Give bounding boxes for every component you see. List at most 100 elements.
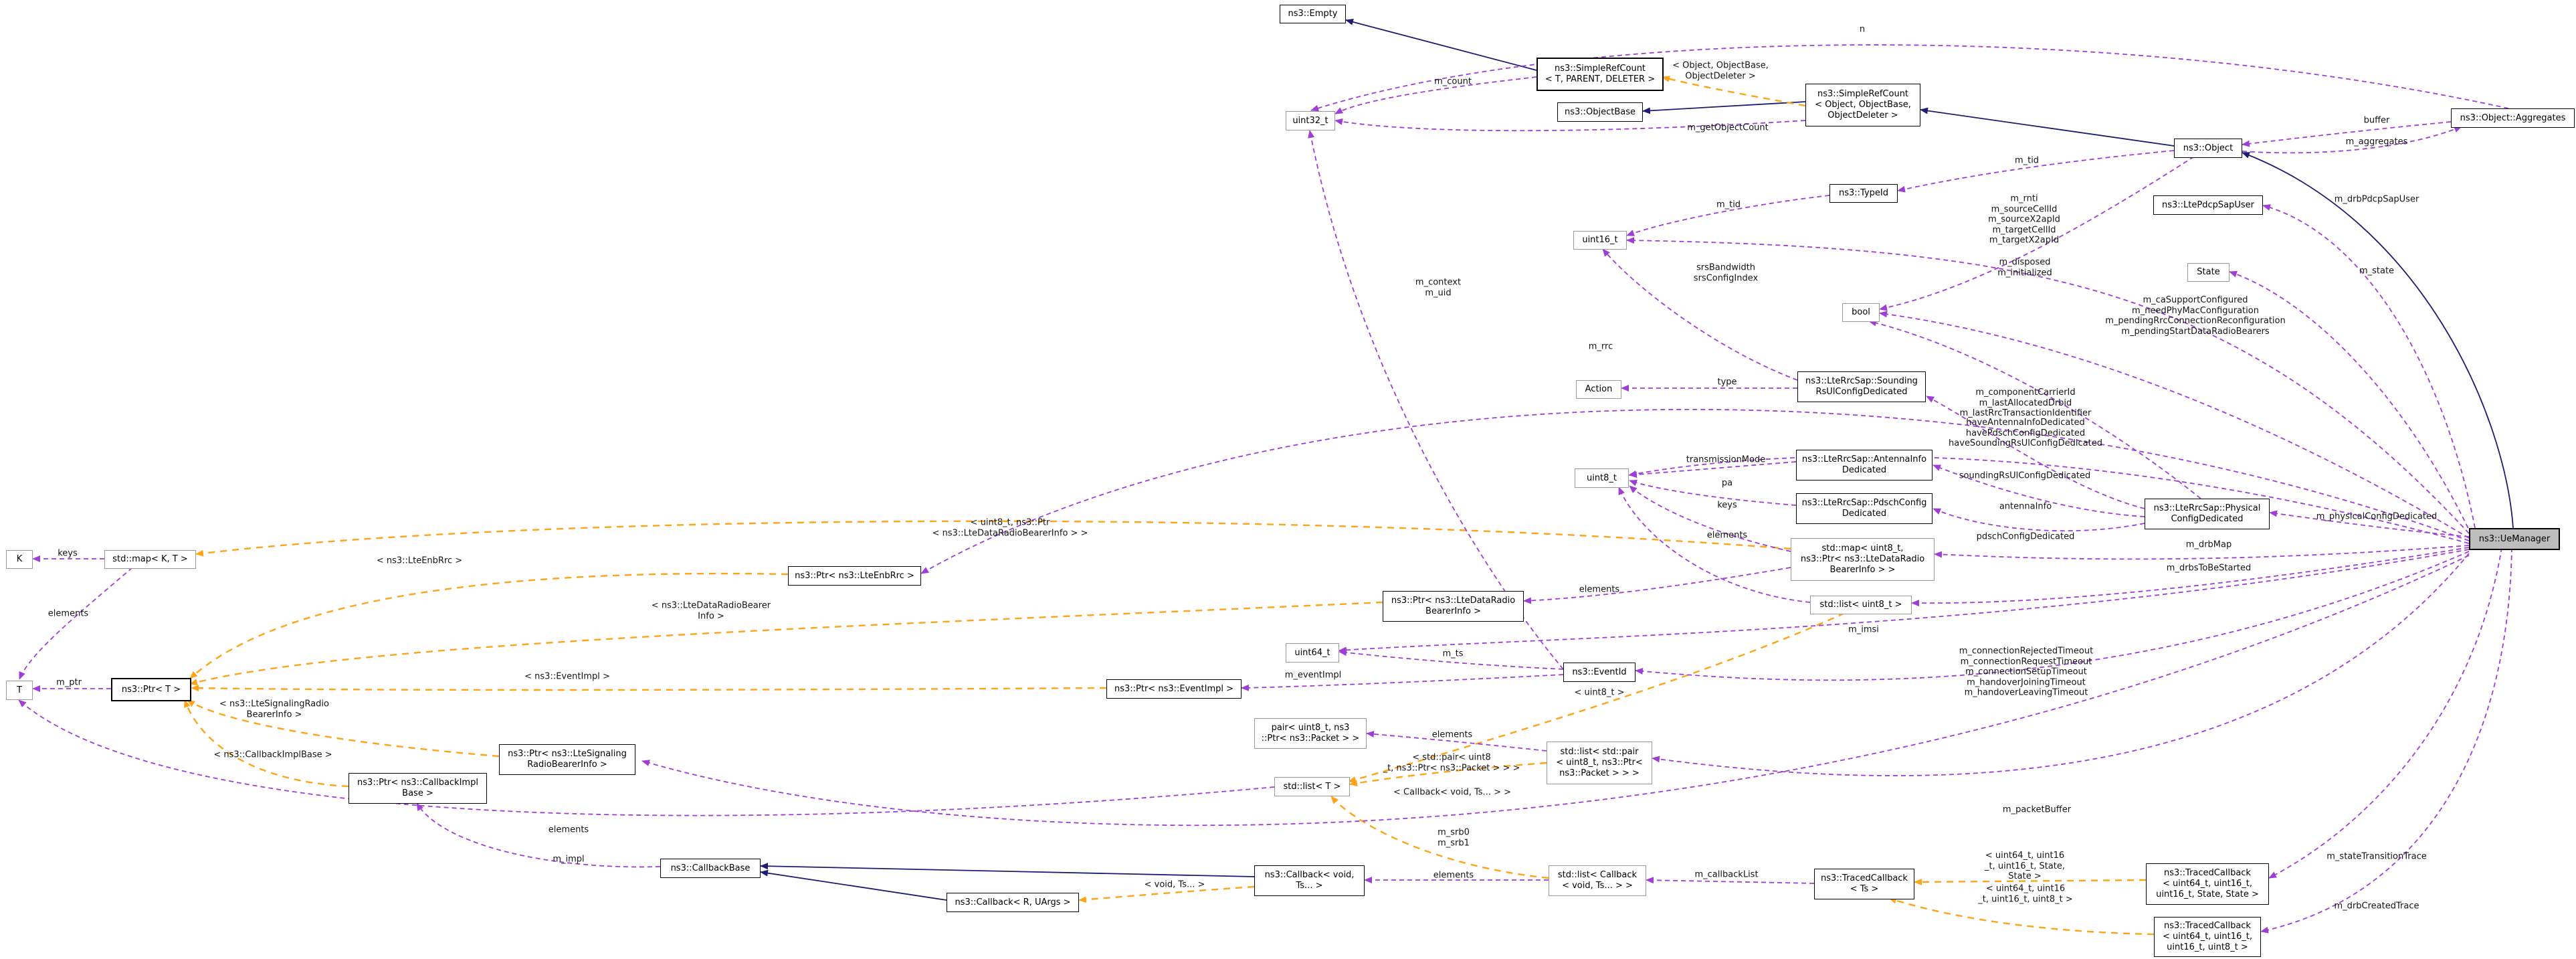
edge-label-n: n [1859,24,1866,35]
edge-srcObj-srcTPD [1662,76,1806,107]
node-label: Dedicated [1842,509,1887,519]
node-pairPacket: pair< uint8_t, ns3::Ptr< ns3::Packet > > [1254,718,1367,749]
edge-mapDrb-mapKT [195,520,1791,557]
edge-srcObj-objBase [1642,101,1806,114]
node-srcObj[interactable]: ns3::SimpleRefCount< Object, ObjectBase,… [1805,84,1920,126]
node-mapDrb: std::map< uint8_t,ns3::Ptr< ns3::LteData… [1791,538,1935,581]
edge-label--ns3-LteEnbRrc-: < ns3::LteEnbRrc > [376,555,463,566]
node-listPair: std::list< std::pair< uint8_t, ns3::Ptr<… [1547,742,1652,784]
node-label: ns3::Packet > > > [1559,768,1640,778]
node-label: uint8_t [1586,472,1617,483]
edge-sounding-uint16 [1602,248,1798,381]
node-callbackRUArgs[interactable]: ns3::Callback< R, UArgs > [947,893,1079,912]
node-label: ns3::Object [2183,143,2234,153]
node-ptrEventImpl[interactable]: ns3::Ptr< ns3::EventImpl > [1106,679,1242,699]
edge-ptrEventImpl-ptrT [191,685,1107,692]
edge-label--uint64_t-uint16: < uint64_t, uint16_t, uint16_t, State,St… [1985,850,2065,881]
node-callbackBase[interactable]: ns3::CallbackBase [660,859,761,878]
node-label: std::map< K, T > [112,554,188,564]
node-aggBox[interactable]: ns3::Object::Aggregates [2451,108,2575,128]
node-label: uint32_t [1292,115,1328,126]
edge-label-elements: elements [1706,530,1748,541]
node-label: ns3::ObjectBase [1564,106,1636,117]
node-label: Dedicated [1842,465,1887,475]
node-label: ns3::Ptr< ns3::LteDataRadio [1800,554,1925,564]
edge-paths [18,18,2514,936]
node-label: ns3::Callback< R, UArgs > [955,897,1071,907]
edge-label-m_callbackList: m_callbackList [1694,869,1759,880]
node-label: pair< uint8_t, ns3 [1271,723,1350,733]
node-eventId[interactable]: ns3::EventId [1563,663,1636,682]
edge-label--uint64_t-uint16: < uint64_t, uint16_t, uint16_t, uint8_t … [1978,883,2073,905]
node-label: ns3::Ptr< ns3::CallbackImpl [357,778,478,788]
node-label: ns3::TracedCallback [2164,868,2251,878]
node-label: uint64_t [1294,647,1330,658]
edge-physConfig-bool [1868,319,2201,499]
node-ptrEnbRrc[interactable]: ns3::Ptr< ns3::LteEnbRrc > [788,566,921,586]
edge-ueManager-eventId [1635,551,2470,681]
edge-label-elements: elements [1579,584,1620,595]
edge-label-m_drbsToBeStarted: m_drbsToBeStarted [2166,563,2252,574]
node-label: < uint64_t, uint16_t, [2162,879,2253,889]
edge-label-m_tid: m_tid [1716,199,1741,210]
node-tracedCb[interactable]: ns3::TracedCallback< Ts > [1814,869,1914,899]
node-label: < void, Ts... > > [1562,881,1633,891]
node-srcTPD[interactable]: ns3::SimpleRefCount< T, PARENT, DELETER … [1537,58,1664,91]
edge-mapDrb-uint8 [1629,485,1791,552]
node-label: < T, PARENT, DELETER > [1545,74,1656,84]
node-label: std::list< T > [1283,781,1341,792]
edge-label-keys: keys [58,548,78,559]
edge-eventId-uint32 [1308,130,1564,670]
node-label: State [2197,267,2220,277]
node-label: ns3::LteRrcSap::AntennaInfo [1801,454,1927,464]
node-label: ::Ptr< ns3::Packet > > [1261,733,1360,744]
edge-label-soundingRsUlConfigDedicated: soundingRsUlConfigDedicated [1959,470,2091,481]
edge-eventId-ptrEventImpl [1241,674,1564,691]
node-tracedCbUint8[interactable]: ns3::TracedCallback< uint64_t, uint16_t,… [2154,917,2261,957]
node-callbackVoid[interactable]: ns3::Callback< void,Ts... > [1254,865,1365,896]
edge-label-pdschConfigDedicated: pdschConfigDedicated [1976,531,2075,542]
node-typeId[interactable]: ns3::TypeId [1829,184,1898,203]
node-label: ns3::TypeId [1839,188,1888,198]
node-listCallback: std::list< Callback< void, Ts... > > [1549,865,1646,896]
edge-label-m_getObjectCount: m_getObjectCount [1687,122,1769,133]
edge-label-buffer: buffer [2363,115,2390,126]
node-state: State [2187,263,2230,282]
edge-listT-T [18,699,1275,816]
edge-tracedCb-listCallback [1646,877,1815,884]
node-label: ns3::LteRrcSap::Sounding [1805,376,1918,386]
edge-label-m_rrc: m_rrc [1588,341,1613,352]
node-label: uint16_t, State, State > [2156,889,2259,899]
edge-ueManager-obj [2242,152,2514,529]
edge-label-m_packetBuffer: m_packetBuffer [2002,804,2072,815]
edge-label-elements: elements [1433,870,1474,881]
node-tracedCbState[interactable]: ns3::TracedCallback< uint64_t, uint16_t,… [2146,863,2269,905]
node-obj[interactable]: ns3::Object [2174,139,2242,158]
node-label: ns3::Object::Aggregates [2460,112,2566,123]
edge-aggBox-uint32 [1310,44,2509,112]
node-label: ns3::SimpleRefCount [1817,89,1909,99]
edge-label-m_drbPdcpSapUser: m_drbPdcpSapUser [2334,194,2419,205]
node-label: < uint64_t, uint16_t, [2162,932,2253,942]
node-label: ns3::Ptr< ns3::EventImpl > [1114,683,1234,694]
node-pdcpSapUser[interactable]: ns3::LtePdcpSapUser [2153,195,2263,215]
node-ptrT[interactable]: ns3::Ptr< T > [111,678,191,701]
node-objBase[interactable]: ns3::ObjectBase [1557,102,1643,122]
node-label: ns3::Empty [1288,9,1338,19]
node-label: Ts... > [1296,881,1323,891]
edge-ueManager-physConfig [2269,510,2470,537]
node-label: BearerInfo > [1425,606,1481,616]
edge-listCallback-listT [1330,796,1549,879]
edge-mapDrb-ptrDataRadio [1523,567,1791,604]
edge-label-m_ts: m_ts [1442,648,1464,659]
edge-listUint8-listT [1348,612,1846,783]
node-empty[interactable]: ns3::Empty [1280,5,1346,23]
